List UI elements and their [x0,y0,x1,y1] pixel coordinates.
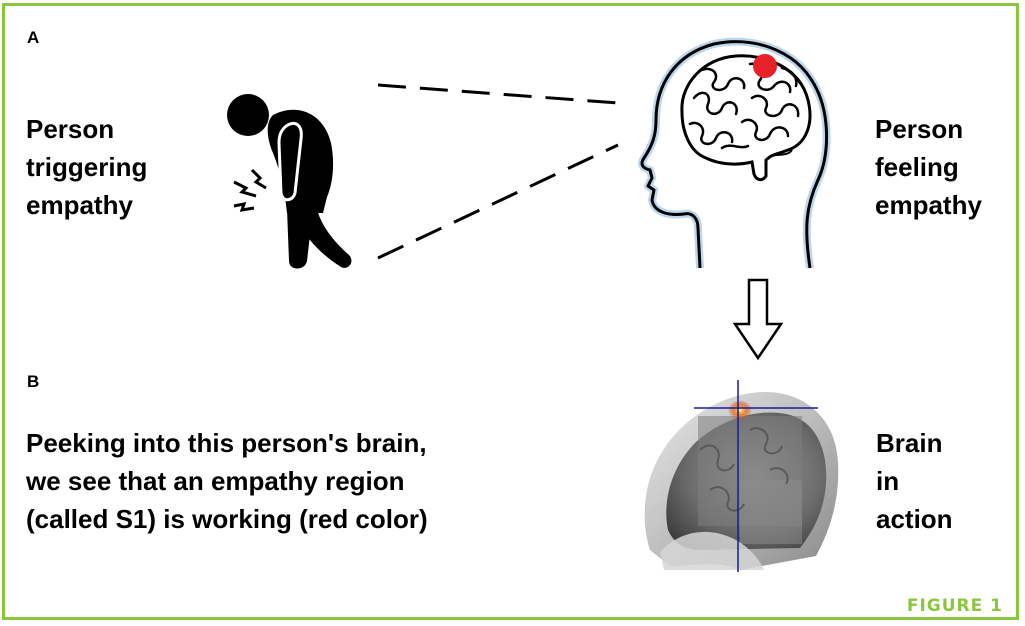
brain-activity-spot [752,53,780,81]
right-caption-a: Person feeling empathy [875,110,982,224]
right-caption-b-line-3: action [876,500,953,538]
right-caption-a-line-3: empathy [875,186,982,224]
right-caption-a-line-2: feeling [875,148,982,186]
brain-scan-image [640,380,840,572]
description-line-2: we see that an empathy region [26,462,428,500]
description: Peeking into this person's brain, we see… [26,424,428,538]
head-brain-icon [632,28,832,278]
down-arrow-icon [733,278,783,360]
right-caption-a-line-1: Person [875,110,982,148]
panel-label-b: B [27,372,39,392]
right-caption-b-line-1: Brain [876,424,953,462]
description-line-3: (called S1) is working (red color) [26,500,428,538]
description-line-1: Peeking into this person's brain, [26,424,428,462]
figure-label: FIGURE 1 [907,596,1003,616]
right-caption-b-line-2: in [876,462,953,500]
right-caption-b: Brain in action [876,424,953,538]
